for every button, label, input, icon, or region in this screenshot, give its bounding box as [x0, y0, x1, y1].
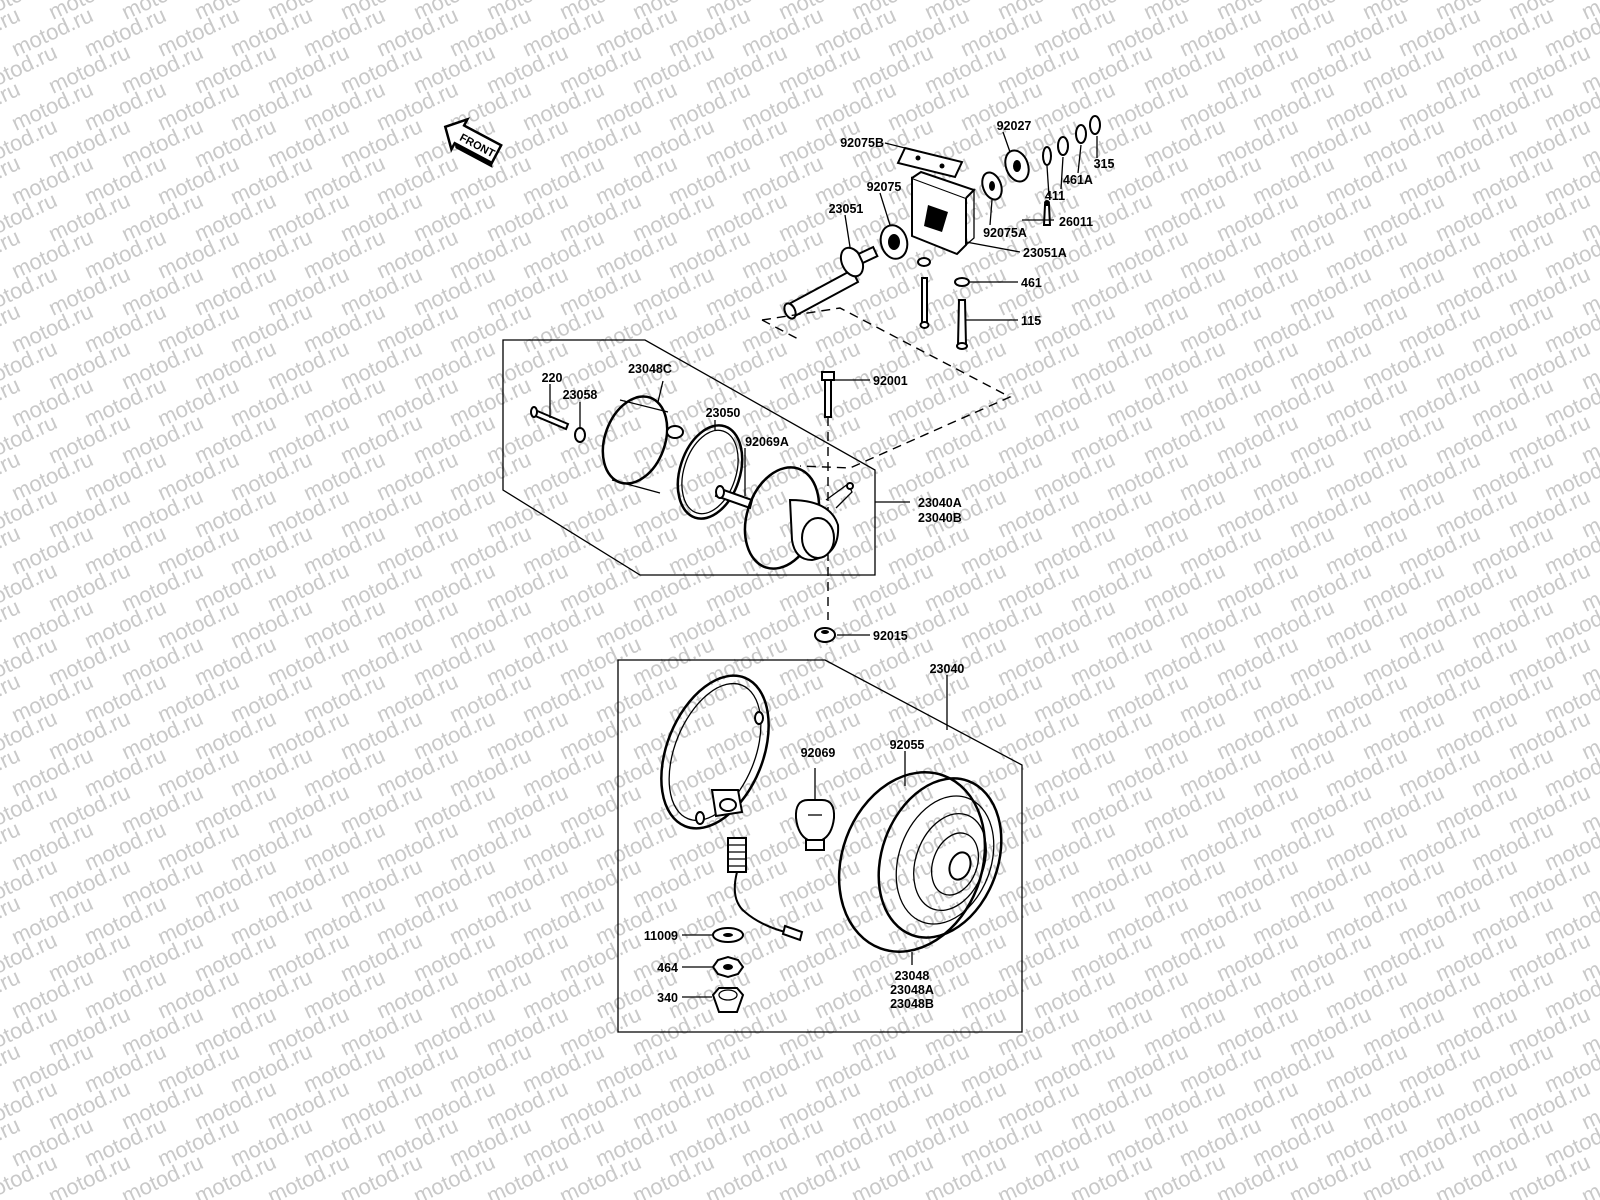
- label-92027: 92027: [997, 119, 1032, 133]
- label-92001: 92001: [873, 374, 908, 388]
- label-464: 464: [657, 961, 678, 975]
- label-23048: 23048: [895, 969, 930, 983]
- label-220: 220: [542, 371, 563, 385]
- label-411: 411: [1045, 189, 1065, 203]
- washer-461a: [1057, 136, 1069, 156]
- label-23048b: 23048B: [890, 997, 934, 1011]
- bolt-411: [1042, 146, 1052, 166]
- label-23050: 23050: [706, 406, 741, 420]
- washer-461: [954, 277, 970, 287]
- bolt-115: [956, 299, 968, 346]
- bulb-92069: [794, 799, 836, 841]
- label-92069a: 92069A: [745, 435, 789, 449]
- label-315: 315: [1094, 157, 1115, 171]
- label-92075b: 92075B: [840, 136, 884, 150]
- label-23058: 23058: [563, 388, 598, 402]
- label-11009: 11009: [644, 929, 678, 943]
- label-92069: 92069: [801, 746, 836, 760]
- label-23040: 23040: [930, 662, 965, 676]
- label-340: 340: [657, 991, 678, 1005]
- label-23048a: 23048A: [890, 983, 934, 997]
- label-461: 461: [1021, 276, 1042, 290]
- washer-23058: [574, 427, 586, 443]
- bolt-92001: [821, 371, 835, 381]
- label-461a: 461A: [1063, 173, 1093, 187]
- pin-26011: [1042, 204, 1052, 226]
- label-23051: 23051: [829, 202, 864, 216]
- label-115: 115: [1021, 314, 1041, 328]
- label-23051a: 23051A: [1023, 246, 1067, 260]
- nut-315: [1075, 124, 1087, 144]
- label-92055: 92055: [890, 738, 925, 752]
- label-92075: 92075: [867, 180, 902, 194]
- label-23040b: 23040B: [918, 511, 962, 525]
- label-23040a: 23040A: [918, 496, 962, 510]
- label-92015: 92015: [873, 629, 908, 643]
- label-26011: 26011: [1059, 215, 1093, 229]
- label-92075a: 92075A: [983, 226, 1027, 240]
- label-23048c: 23048C: [628, 362, 672, 376]
